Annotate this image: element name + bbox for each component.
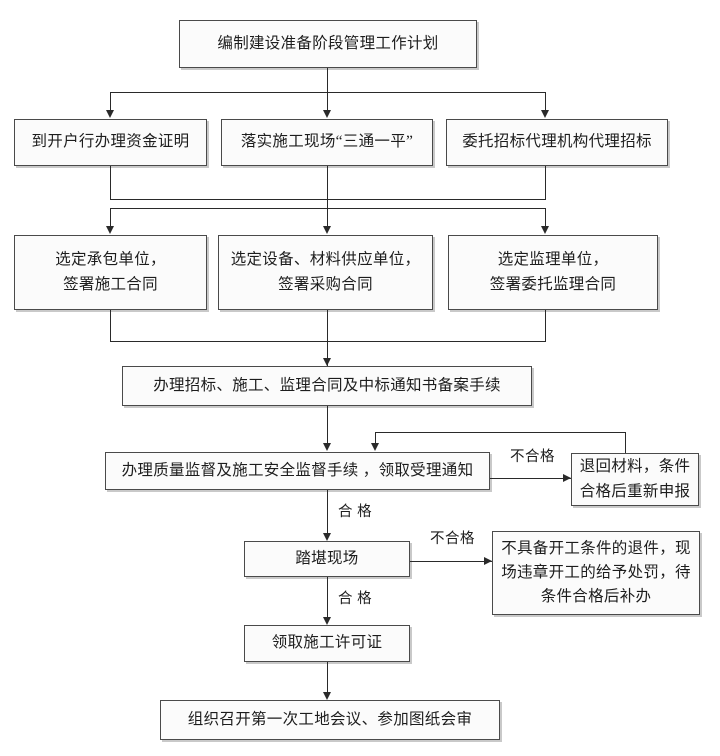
connector-n10-feedback-down <box>375 432 376 444</box>
node-line: 不具备开工条件的退件，现 <box>501 539 691 557</box>
node-line: 领取施工许可证 <box>271 634 383 652</box>
node-tender-agency[interactable]: 委托招标代理机构代理招标 <box>446 119 668 166</box>
connector-n9-to-n10 <box>490 478 571 479</box>
connector-n13-down <box>327 662 328 693</box>
node-quality-safety-supervision[interactable]: 办理质量监督及施工安全监督手续 ，领取受理通知 <box>105 452 490 490</box>
edge-label-pass-1: 合 格 <box>338 504 373 520</box>
arrowhead-to-node11 <box>323 533 331 541</box>
arrowhead-feedback-to-node9 <box>371 443 379 451</box>
node-line: 场违章开工的给予处罚，待 <box>501 563 691 581</box>
connector-bus-left-row2 <box>110 92 111 114</box>
node-line: 选定设备、材料供应单位， <box>230 251 421 269</box>
node-line: 签署采购合同 <box>278 275 373 293</box>
node-line: 到开户行办理资金证明 <box>31 133 190 151</box>
arrowhead-to-node3 <box>323 110 331 118</box>
connector-n10-feedback-across <box>375 432 626 433</box>
edge-label-fail-1: 不合格 <box>510 449 555 465</box>
node-line: 组织召开第一次工地会议、参加图纸会审 <box>187 710 473 728</box>
node-line: 办理招标、施工、监理合同及中标通知书备案手续 <box>153 376 501 394</box>
node-contract-filing[interactable]: 办理招标、施工、监理合同及中标通知书备案手续 <box>122 366 532 406</box>
connector-merge-row3 <box>110 341 546 342</box>
arrowhead-to-node8 <box>323 358 331 366</box>
connector-bus-mid-row2 <box>327 92 328 114</box>
connector-n6-down <box>327 310 328 366</box>
arrowhead-to-node9-main <box>323 443 331 451</box>
node-line: 踏堪现场 <box>295 549 359 567</box>
connector-n1-down <box>327 68 328 92</box>
connector-bus-right-row3 <box>545 208 546 230</box>
node-line: 退回材料，条件 <box>579 458 691 476</box>
connector-merge-row2 <box>110 199 546 200</box>
node-select-supervisor[interactable]: 选定监理单位， 签署委托监理合同 <box>448 235 658 310</box>
arrowhead-to-node13 <box>323 617 331 625</box>
connector-n9-down <box>327 490 328 534</box>
connector-n5-down <box>110 310 111 341</box>
connector-n4-down <box>545 166 546 199</box>
connector-n8-down <box>327 406 328 444</box>
arrowhead-to-node12 <box>484 557 492 565</box>
arrowhead-to-node7 <box>541 226 549 234</box>
node-site-survey[interactable]: 踏堪现场 <box>244 541 410 577</box>
arrowhead-to-node5 <box>106 226 114 234</box>
node-line: 选定承包单位， <box>55 251 166 269</box>
node-site-preparation[interactable]: 落实施工现场“三通一平” <box>221 119 433 166</box>
arrowhead-to-node14 <box>323 692 331 700</box>
node-line: 委托招标代理机构代理招标 <box>462 133 652 151</box>
arrowhead-to-node2 <box>106 110 114 118</box>
node-line: 条件合格后补办 <box>540 588 652 605</box>
connector-bus-row3 <box>110 208 546 209</box>
node-line: 编制建设准备阶段管理工作计划 <box>217 34 439 52</box>
connector-n10-feedback-up <box>625 432 626 453</box>
node-first-site-meeting[interactable]: 组织召开第一次工地会议、参加图纸会审 <box>160 700 500 740</box>
node-line: 落实施工现场“三通一平” <box>240 133 414 151</box>
node-line: 办理质量监督及施工安全监督手续 ，领取受理通知 <box>121 461 474 479</box>
arrowhead-to-node4 <box>541 110 549 118</box>
connector-n2-down <box>110 166 111 199</box>
connector-bus-left-row3 <box>110 208 111 230</box>
arrowhead-to-node6 <box>323 226 331 234</box>
node-line: 选定监理单位， <box>497 251 609 269</box>
node-line: 签署施工合同 <box>63 275 158 293</box>
node-line: 签署委托监理合同 <box>489 275 617 293</box>
connector-n3-down <box>327 166 328 226</box>
edge-label-pass-2: 合 格 <box>338 591 373 607</box>
arrowhead-to-node10 <box>563 474 571 482</box>
node-nonconforming-penalty[interactable]: 不具备开工条件的退件，现 场违章开工的给予处罚，待 条件合格后补办 <box>492 531 700 615</box>
node-select-supplier[interactable]: 选定设备、材料供应单位， 签署采购合同 <box>218 235 433 310</box>
node-prepare-work-plan[interactable]: 编制建设准备阶段管理工作计划 <box>179 20 477 68</box>
connector-n7-down <box>545 310 546 341</box>
node-line: 合格后重新申报 <box>579 482 691 500</box>
edge-label-fail-2: 不合格 <box>430 531 475 547</box>
connector-n11-to-n12 <box>410 561 492 562</box>
connector-bus-right-row2 <box>545 92 546 114</box>
node-select-contractor[interactable]: 选定承包单位， 签署施工合同 <box>14 235 207 310</box>
node-construction-permit[interactable]: 领取施工许可证 <box>244 625 410 662</box>
node-funds-certificate[interactable]: 到开户行办理资金证明 <box>14 119 207 166</box>
connector-n11-down <box>327 577 328 618</box>
node-return-materials[interactable]: 退回材料，条件 合格后重新申报 <box>571 453 699 506</box>
